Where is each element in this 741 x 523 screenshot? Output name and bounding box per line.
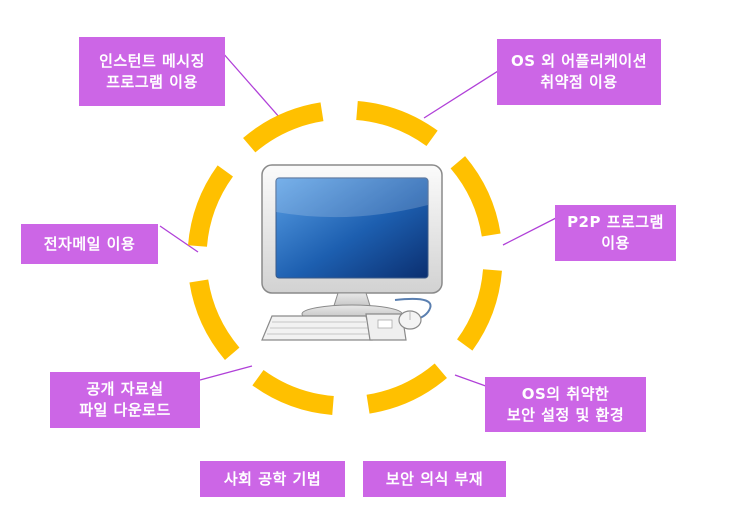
factor-label: 이용 — [601, 234, 630, 252]
factor-label: 취약점 이용 — [540, 73, 618, 91]
desktop-computer-icon — [261, 164, 443, 341]
factor-box-app-vulnerability: OS 외 어플리케이션 취약점 이용 — [497, 39, 661, 105]
connector-line — [199, 365, 253, 381]
factor-box-email: 전자메일 이용 — [21, 224, 158, 264]
factor-label: OS 외 어플리케이션 — [510, 52, 648, 70]
factor-label: 인스턴트 메시징 — [99, 51, 205, 70]
connector-line — [221, 51, 281, 119]
factor-label: 보안 의식 부재 — [385, 469, 484, 488]
factor-box-social-engineering: 사회 공학 기법 — [200, 461, 345, 497]
factor-label: 파일 다운로드 — [79, 401, 171, 419]
factor-box-os-config: OS의 취약한 보안 설정 및 환경 — [485, 377, 646, 432]
factor-label: 사회 공학 기법 — [223, 469, 322, 488]
connector-line — [159, 225, 199, 253]
factor-label: 프로그램 이용 — [106, 72, 198, 91]
connector-line — [502, 217, 557, 246]
factor-box-public-download: 공개 자료실 파일 다운로드 — [50, 372, 200, 428]
factor-label: P2P 프로그램 — [567, 213, 664, 231]
factor-box-instant-messaging: 인스턴트 메시징 프로그램 이용 — [79, 37, 225, 106]
factor-label: OS의 취약한 — [521, 384, 610, 403]
factor-label: 전자메일 이용 — [43, 234, 136, 253]
factor-box-p2p: P2P 프로그램 이용 — [555, 205, 676, 261]
factor-label: 보안 설정 및 환경 — [506, 405, 625, 424]
factor-label: 공개 자료실 — [86, 380, 164, 398]
factor-box-security-awareness: 보안 의식 부재 — [363, 461, 506, 497]
